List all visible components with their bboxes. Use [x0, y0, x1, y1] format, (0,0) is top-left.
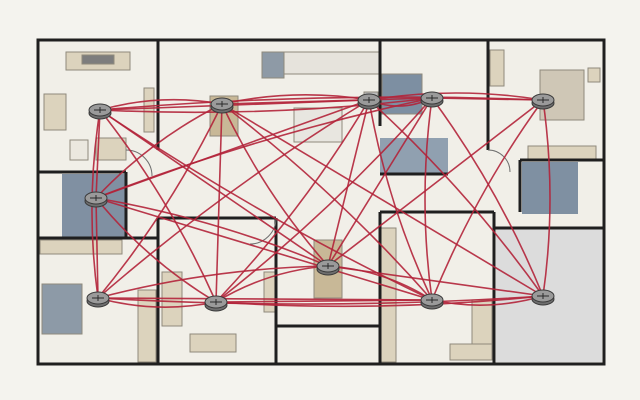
network-link — [95, 197, 433, 301]
router-arrows-icon — [94, 107, 106, 113]
hall-router — [316, 259, 340, 276]
router-arrows-icon — [322, 263, 334, 269]
network-link — [97, 103, 223, 299]
network-link — [215, 99, 370, 303]
kitchen-router — [357, 93, 381, 110]
network-link — [327, 99, 370, 267]
network-link — [95, 97, 433, 199]
network-link — [431, 99, 544, 301]
study-desk — [379, 227, 397, 363]
router-arrows-icon — [216, 101, 228, 107]
router-arrows-icon — [210, 299, 222, 305]
router-arrows-icon — [426, 95, 438, 101]
study-sofa — [449, 343, 493, 361]
walls — [36, 38, 606, 366]
bathroom-router — [84, 191, 108, 208]
network-link — [221, 94, 370, 105]
door-swing — [487, 149, 511, 173]
router-arrows-icon — [90, 195, 102, 201]
network-link — [215, 299, 433, 303]
network-link — [368, 99, 544, 297]
master-bedroom-router — [531, 93, 555, 110]
network-link — [215, 97, 433, 303]
network-link — [221, 103, 329, 267]
network-link — [97, 265, 329, 299]
network-link — [99, 96, 544, 111]
router-arrows-icon — [92, 295, 104, 301]
network-link — [431, 295, 544, 306]
network-link — [215, 103, 223, 303]
bedroom-2-router — [86, 291, 110, 308]
network-link — [215, 265, 329, 303]
dining-router — [210, 97, 234, 114]
network-link — [97, 295, 544, 305]
network-link — [431, 97, 544, 101]
study-router — [420, 293, 444, 310]
network-link — [368, 92, 544, 101]
network-link — [95, 197, 217, 303]
shelf — [143, 87, 155, 133]
network-link — [221, 103, 544, 297]
desk — [137, 289, 157, 363]
closet — [527, 145, 597, 161]
dresser — [489, 49, 505, 87]
network-link — [97, 297, 217, 308]
nightstand — [587, 67, 601, 83]
wardrobe — [39, 239, 123, 255]
network-link — [95, 103, 223, 199]
network-link — [542, 99, 551, 297]
network-link — [431, 97, 544, 297]
network-link — [215, 295, 544, 308]
network-nodes — [84, 91, 555, 312]
study-shelf — [471, 299, 493, 345]
router-arrows-icon — [426, 297, 438, 303]
family-couch — [189, 333, 237, 353]
door-swing — [249, 217, 277, 245]
kitchen-cabinet — [261, 51, 285, 79]
network-link — [221, 97, 433, 105]
side-table — [69, 139, 89, 161]
router-arrows-icon — [537, 293, 549, 299]
family-room-router — [204, 295, 228, 312]
network-link — [99, 97, 433, 114]
office-router — [420, 91, 444, 108]
router-arrows-icon — [363, 97, 375, 103]
tv — [81, 54, 115, 65]
network-link — [221, 103, 433, 301]
armchair — [43, 93, 67, 131]
network-link — [368, 99, 433, 301]
router-arrows-icon — [537, 97, 549, 103]
sofa — [95, 137, 127, 161]
network-link — [95, 197, 99, 299]
network-links — [91, 92, 551, 308]
network-link — [327, 97, 433, 267]
network-link — [424, 97, 433, 301]
network-link — [327, 265, 544, 297]
bed-2 — [41, 283, 83, 335]
outer-wall — [36, 38, 606, 366]
network-link — [95, 197, 329, 267]
network-link — [327, 99, 544, 267]
garage-router — [531, 289, 555, 306]
living-room-router — [88, 103, 112, 120]
network-link — [97, 99, 370, 299]
